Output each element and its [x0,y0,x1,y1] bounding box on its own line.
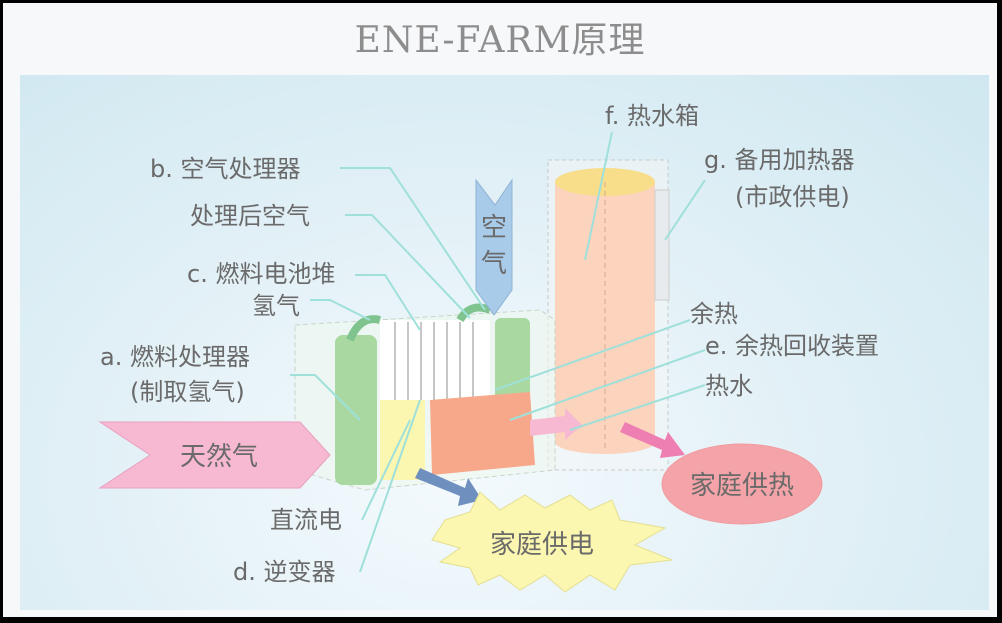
air-inlet-arrow [475,178,513,316]
label-air-processor: b. 空气处理器 [150,155,301,183]
label-processed-air: 处理后空气 [190,202,310,230]
home-heat-bubble [661,443,823,525]
diagram: 空 气 天然气 家庭供热 家庭供电 f. 热水箱 [98,102,879,593]
home-heat-label: 家庭供热 [690,471,794,501]
frame: ENE-FARM原理 [3,3,997,617]
label-waste-heat: 余热 [690,300,738,328]
air-label: 空 [481,213,507,243]
label-hot-water-tank: f. 热水箱 [605,102,699,130]
label-dc-power: 直流电 [270,506,342,534]
air-label-2: 气 [481,249,507,279]
fuel-processor [335,335,377,485]
hot-water-out-arrow [620,422,685,458]
hydrogen-arrow [346,315,381,342]
natural-gas-arrow [98,421,331,489]
page-title: ENE-FARM原理 [354,20,646,61]
processed-air-arrow [456,303,492,323]
fuel-cell-unit [294,303,556,491]
label-backup-heater: g. 备用加热器 [704,146,855,174]
home-power-label: 家庭供电 [490,530,594,560]
backup-heater [654,189,670,301]
heat-arrow [530,408,582,440]
heat-recovery [430,392,535,475]
label-inverter: d. 逆变器 [233,558,336,586]
home-power-burst [431,491,673,593]
label-backup-heater-sub: (市政供电) [735,183,850,211]
power-out-arrow [415,468,482,506]
label-hydrogen: 氢气 [252,292,300,320]
label-hot-water: 热水 [705,372,753,400]
natural-gas-label: 天然气 [180,442,258,472]
label-fuel-cell-stack: c. 燃料电池堆 [187,260,335,288]
hot-water-tank [547,159,670,471]
label-fuel-processor-sub: (制取氢气) [130,378,245,406]
label-fuel-processor: a. 燃料处理器 [100,343,250,371]
label-heat-recovery: e. 余热回收装置 [705,332,879,360]
